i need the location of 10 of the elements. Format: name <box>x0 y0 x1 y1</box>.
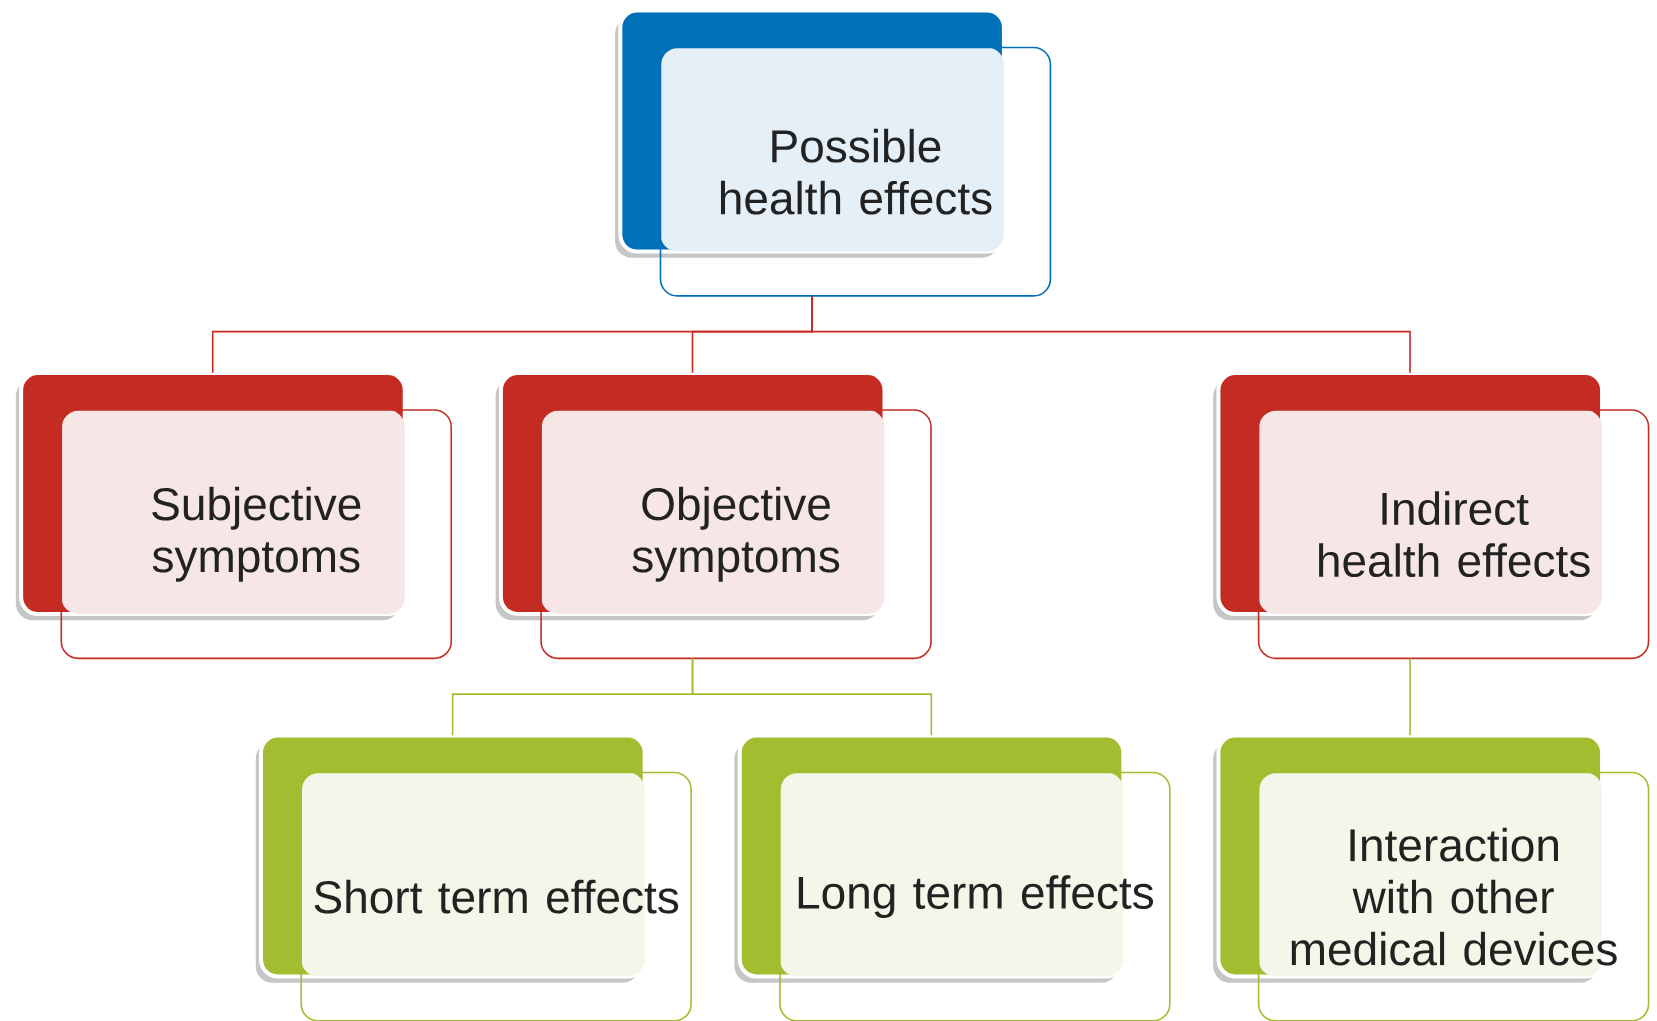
connector-line <box>1409 657 1411 737</box>
box-stack: Long term effects <box>734 733 1171 1021</box>
connector-line <box>811 295 1411 374</box>
box-stack: Indirect health effects <box>1213 371 1650 660</box>
box-stack: Interaction with other medical devices <box>1213 733 1650 1021</box>
box-stack: Short term effects <box>255 733 692 1021</box>
connector-line <box>691 657 933 737</box>
box-stack: Objective symptoms <box>495 371 932 660</box>
box-stack: Subjective symptoms <box>15 371 453 660</box>
box-stack: Possible health effects <box>615 8 1052 297</box>
